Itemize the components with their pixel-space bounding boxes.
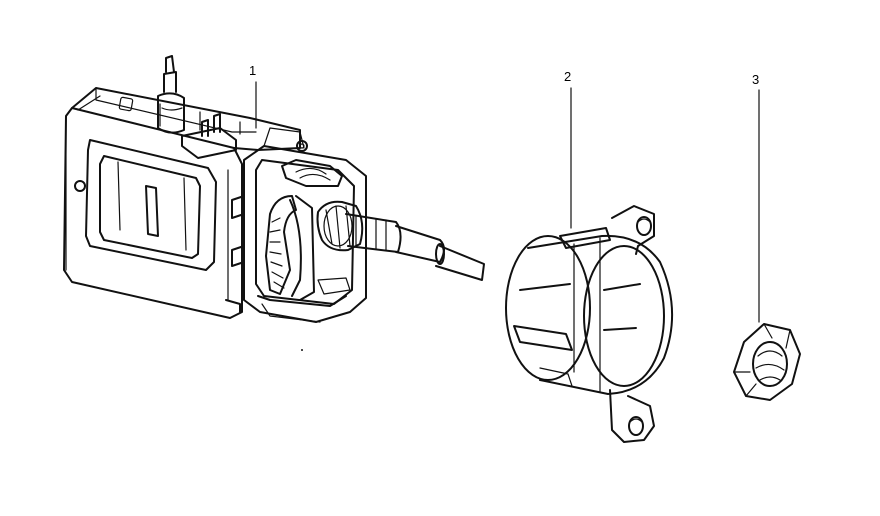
bracket-ring-inner <box>583 245 665 387</box>
nut-hex-outline <box>733 323 801 401</box>
shaft-tip <box>435 245 485 281</box>
screw-left-icon <box>74 180 86 192</box>
ridge-top <box>559 227 611 249</box>
nut-bore <box>752 341 788 387</box>
front-rib-inner <box>99 155 201 259</box>
part-2-bracket <box>505 205 674 443</box>
callout-label-1: 1 <box>249 63 257 78</box>
side-frame <box>243 145 367 323</box>
front-slot <box>145 185 159 237</box>
callout-label-2: 2 <box>564 69 572 84</box>
ridge-bottom <box>513 325 573 351</box>
upper-tab-hole-icon <box>636 216 652 236</box>
bracket-ring-outer <box>527 234 674 395</box>
body-front-face <box>63 107 243 319</box>
bracket-ring-front <box>505 235 591 381</box>
shaft-bushing <box>316 200 364 252</box>
callout-label-3: 3 <box>752 72 760 87</box>
capillary-post <box>157 92 185 134</box>
gear-segment <box>265 195 297 295</box>
cam-spring <box>281 159 343 187</box>
part-3-hex-nut <box>733 323 801 401</box>
front-rib-outer <box>85 139 217 271</box>
frame-screw-icon <box>296 140 308 152</box>
callout-leaders <box>255 81 760 323</box>
lower-tab-hole-icon <box>628 416 644 436</box>
bracket-flange <box>611 205 655 255</box>
part-1-thermostat <box>63 55 485 323</box>
